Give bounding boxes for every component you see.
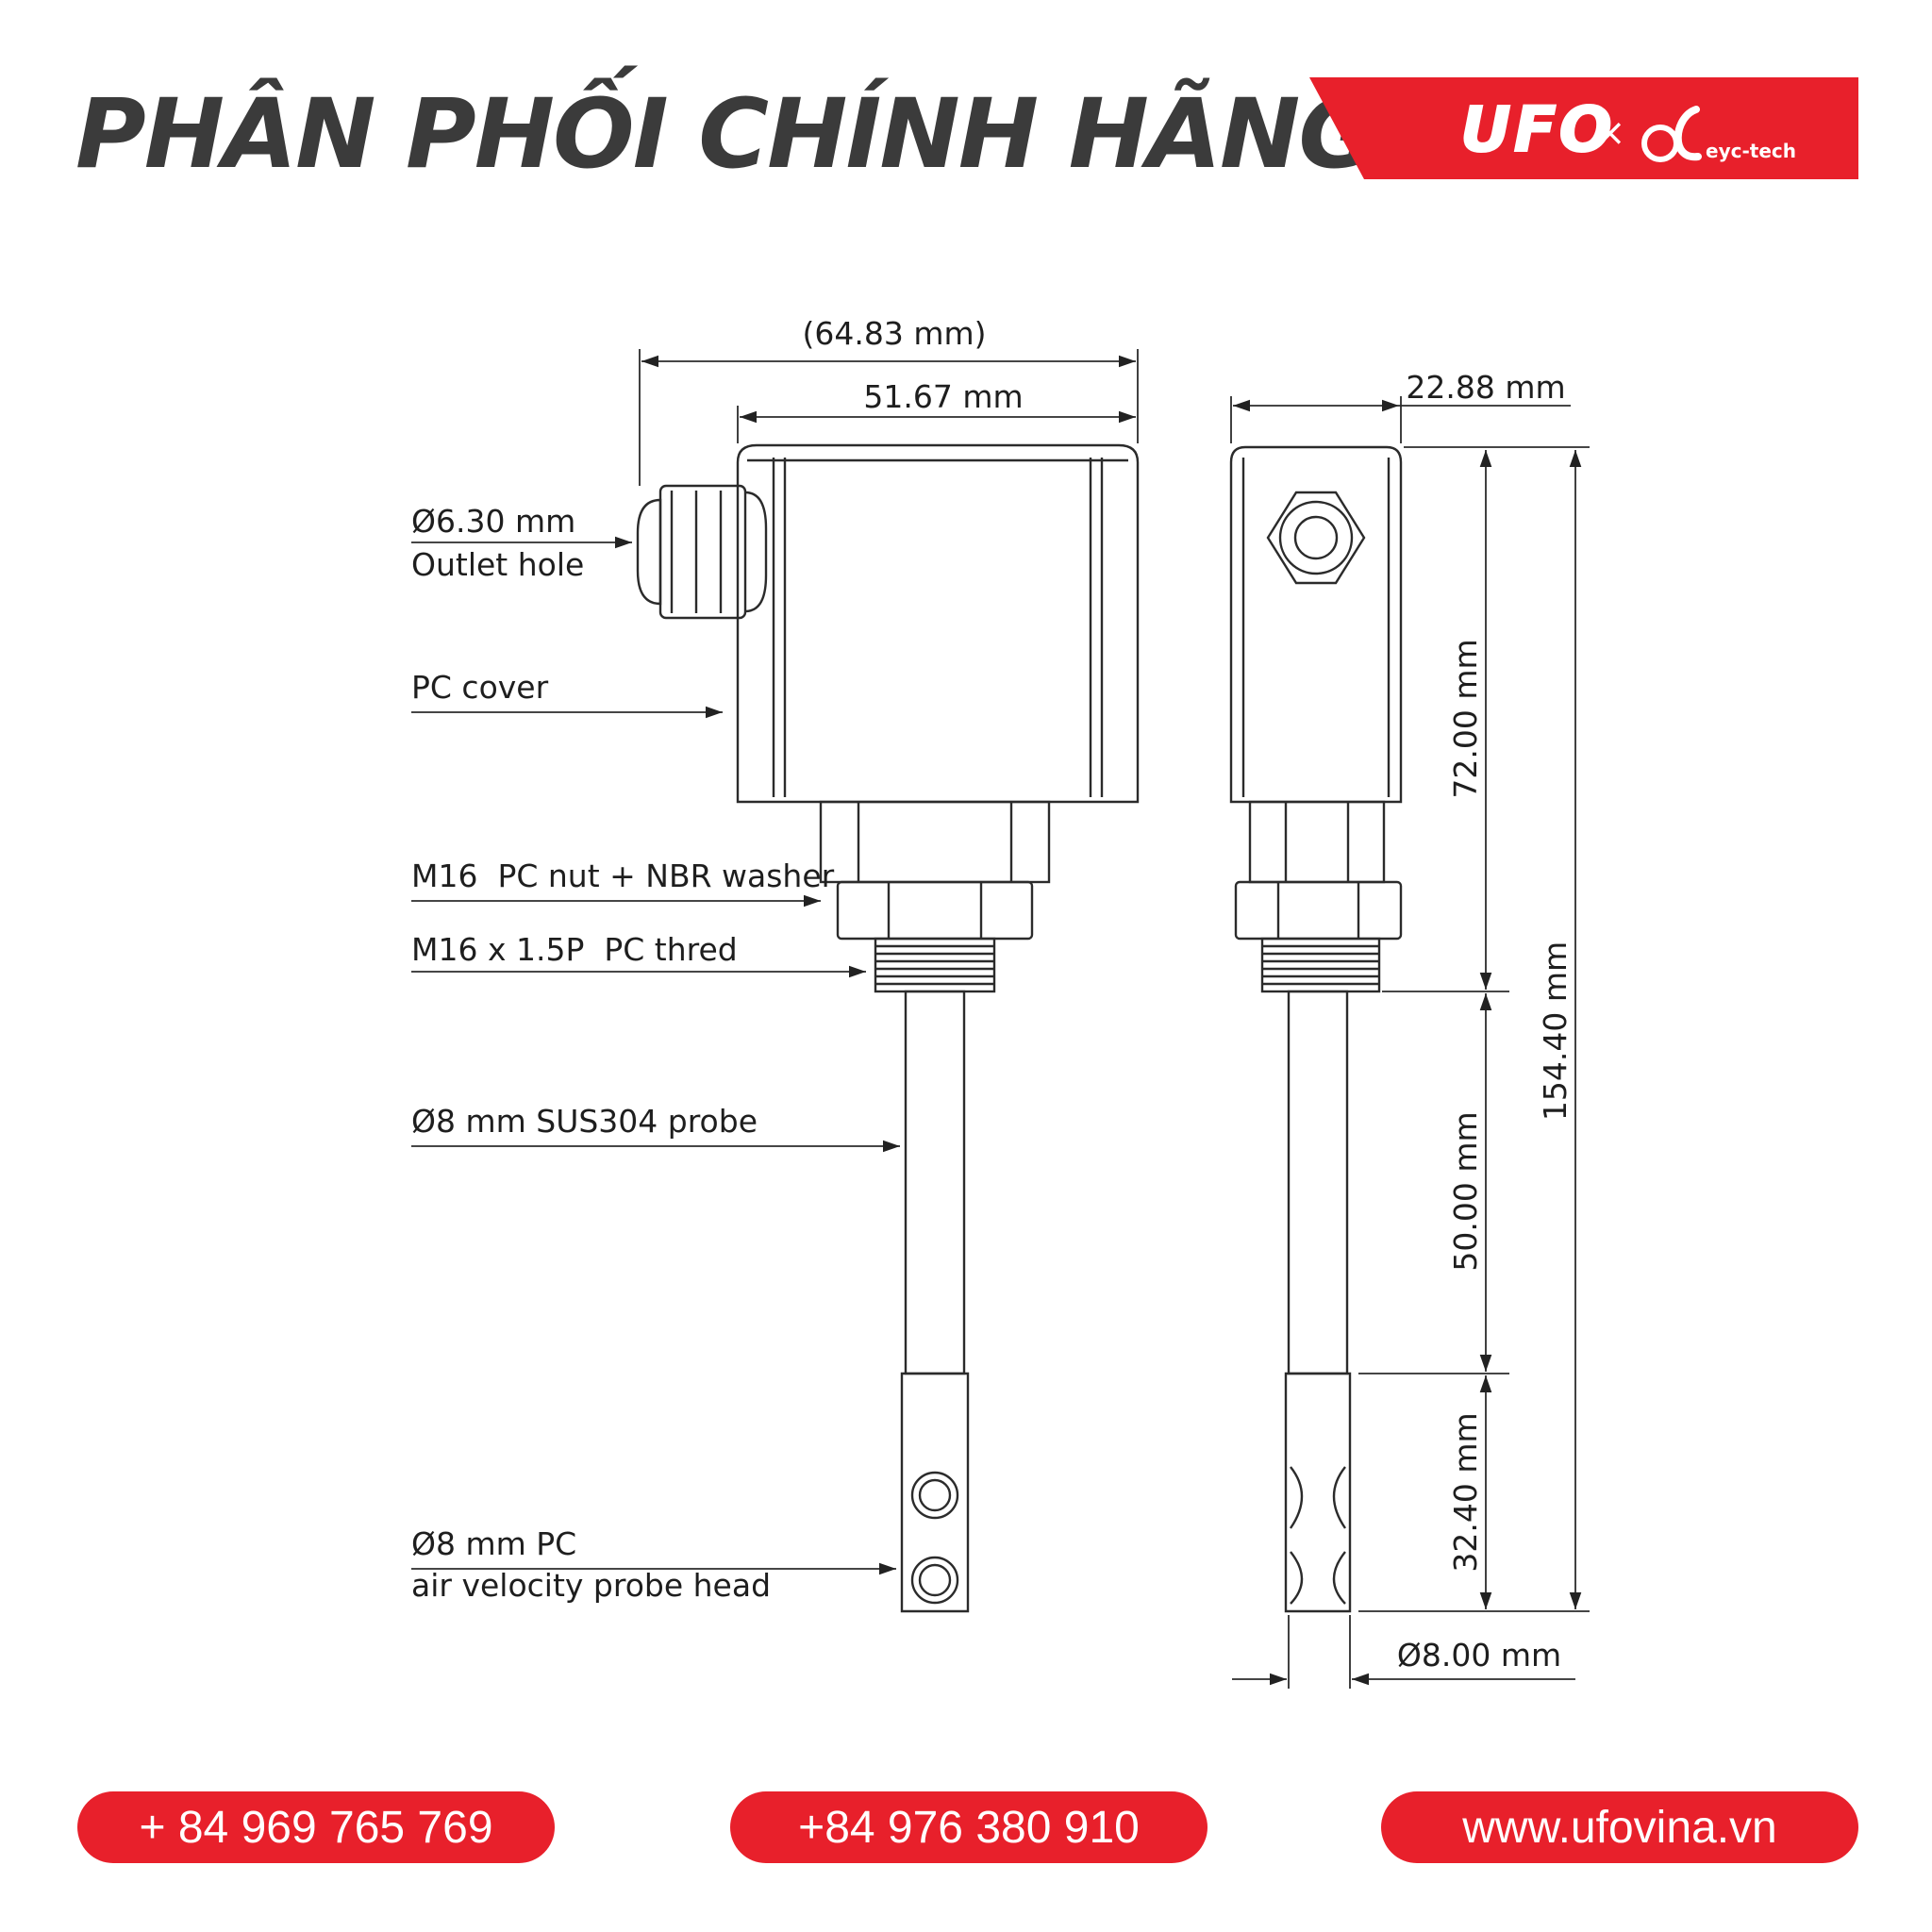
dim-probe-diameter: Ø8.00 mm [1397, 1637, 1561, 1674]
housing-side [1229, 445, 1403, 804]
ufo-logo: UFO [1459, 92, 1615, 167]
dim-housing-width: 51.67 mm [863, 378, 1023, 415]
phone-pill-2[interactable]: +84 976 380 910 [730, 1791, 1208, 1863]
neck-side [1248, 800, 1386, 884]
eyc-tech-logo-text: eyc-tech [1706, 140, 1796, 162]
probe-side [1287, 990, 1349, 1375]
dim-probe-head-length: 32.40 mm [1447, 1412, 1484, 1572]
dim-housing-height: 72.00 mm [1447, 639, 1484, 798]
probe-head-front [900, 1372, 970, 1613]
neck-front [819, 800, 1051, 884]
callout-probe: Ø8 mm SUS304 probe [411, 1103, 758, 1140]
callout-probe-head-label: air velocity probe head [411, 1567, 771, 1604]
callout-pc-cover: PC cover [411, 669, 549, 706]
headline: PHÂN PHỐI CHÍNH HÃNG [75, 78, 1377, 191]
dimensions [639, 349, 1590, 1689]
callout-outlet-hole-size: Ø6.30 mm [411, 503, 575, 540]
website-pill-label: www.ufovina.vn [1462, 1802, 1777, 1853]
eyc-tech-logo: eyc-tech [1641, 106, 1796, 162]
callout-outlet-hole-label: Outlet hole [411, 546, 584, 583]
pc-nut-front [836, 880, 1034, 941]
cable-gland [636, 484, 768, 620]
housing-front [736, 443, 1140, 804]
side-view [1229, 445, 1403, 1613]
dim-depth: 22.88 mm [1406, 369, 1565, 406]
website-pill[interactable]: www.ufovina.vn [1381, 1791, 1858, 1863]
leader-lines [411, 536, 900, 1575]
front-view [636, 443, 1140, 1613]
callout-pc-thread: M16 x 1.5P PC thred [411, 931, 738, 968]
callout-probe-head-size: Ø8 mm PC [411, 1525, 576, 1562]
brand-separator: × [1594, 111, 1626, 155]
ufo-logo-text: UFO [1460, 93, 1615, 166]
brand-banner: UFO × eyc-tech [1309, 77, 1858, 179]
callout-pc-nut: M16 PC nut + NBR washer [411, 858, 835, 894]
dim-overall-width: (64.83 mm) [802, 315, 986, 352]
dim-probe-length: 50.00 mm [1447, 1111, 1484, 1271]
phone-pill-1-label: + 84 969 765 769 [139, 1802, 493, 1853]
probe-head-side [1284, 1372, 1352, 1613]
probe-front [904, 990, 966, 1375]
thread-front [874, 937, 996, 993]
dim-total-height: 154.40 mm [1537, 941, 1574, 1121]
phone-pill-2-label: +84 976 380 910 [798, 1802, 1140, 1853]
pc-nut-side [1234, 880, 1403, 941]
thread-side [1260, 937, 1381, 993]
phone-pill-1[interactable]: + 84 969 765 769 [77, 1791, 555, 1863]
